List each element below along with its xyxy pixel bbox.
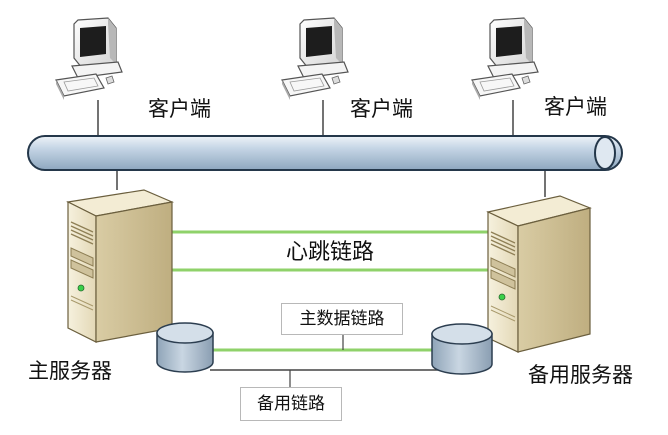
- standby-server-icon: [486, 195, 592, 353]
- primary-server-label: 主服务器: [28, 359, 112, 383]
- main-data-link-label: 主数据链路: [281, 303, 403, 335]
- standby-server-label: 备用服务器: [528, 363, 633, 387]
- standby-disk-icon: [431, 323, 493, 375]
- client-computer-2-icon: [281, 17, 349, 100]
- client-computer-3-icon: [471, 17, 539, 100]
- client-label-3: 客户端: [544, 95, 607, 119]
- client-computer-1-icon: [55, 17, 123, 100]
- client-label-1: 客户端: [148, 97, 211, 121]
- client-label-2: 客户端: [350, 97, 413, 121]
- primary-server-icon: [66, 189, 175, 343]
- primary-disk-icon: [156, 322, 214, 373]
- network-bus: [27, 135, 623, 171]
- heartbeat-link-label: 心跳链路: [286, 240, 375, 265]
- backup-link-label: 备用链路: [240, 387, 342, 421]
